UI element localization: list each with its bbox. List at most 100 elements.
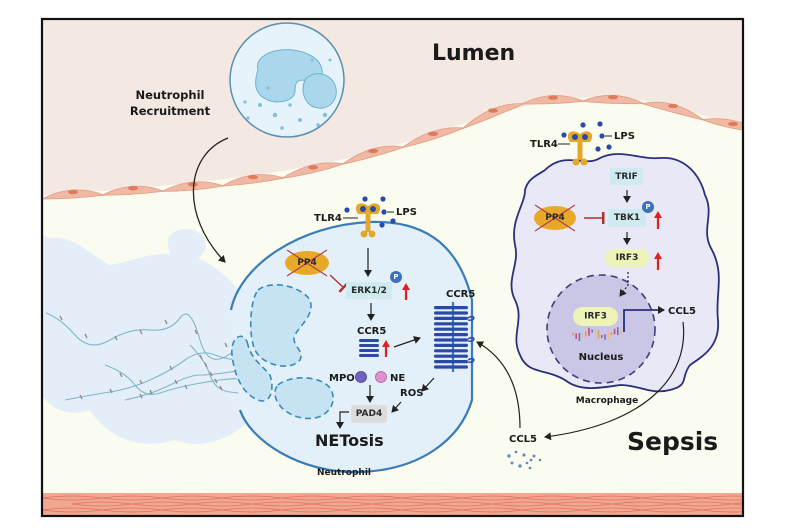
mpo-label: MPO (329, 373, 355, 384)
ccr5-inner-icon (359, 339, 379, 357)
histone-mark (139, 393, 143, 399)
tbk1-box (608, 209, 646, 227)
neutrophil-tlr4-receptor-icon (355, 203, 381, 238)
macrophage-ccl5-label: CCL5 (668, 306, 696, 317)
pad4-to-netosis-arrow (336, 411, 349, 429)
ccr5-inner-label: CCR5 (357, 326, 386, 337)
ccr5-to-ros-arrow (421, 377, 435, 392)
recruitment-label-line2: Recruitment (130, 104, 211, 118)
dna-icon (572, 327, 622, 341)
ccr5-loop (467, 336, 475, 342)
recruitment-arrow (192, 137, 229, 263)
ccr5-loop (467, 315, 475, 321)
circulating-neutrophil (229, 22, 345, 138)
recruitment-label-line1: Neutrophil (136, 88, 205, 102)
muscle-fiber (701, 507, 743, 513)
tbk1-phospho-label: P (645, 203, 650, 211)
ccl5-particles-icon (507, 450, 542, 470)
macrophage-pp4-knockout: PP4 (534, 204, 576, 232)
sepsis-label: Sepsis (627, 427, 718, 456)
muscle-fiber (701, 495, 743, 501)
endothelial-nucleus (128, 186, 138, 191)
endothelial-nucleus (248, 174, 258, 180)
net-cloud-left (42, 235, 58, 302)
ccr5-helix (434, 349, 468, 353)
macrophage-nucleus (546, 274, 656, 384)
netosis-label: NETosis (315, 431, 384, 450)
net-cloud-small (167, 228, 206, 262)
endothelial-nucleus (728, 121, 738, 127)
ccl5-secretion-arrow (544, 321, 685, 441)
endothelial-nucleus (488, 108, 498, 113)
lumen-label: Lumen (432, 41, 515, 66)
nucleus-label: Nucleus (579, 352, 624, 363)
ccr5-helix (434, 354, 468, 358)
neutrophil-pp4-label: PP4 (297, 258, 316, 268)
macrophage-lps-label: LPS (614, 131, 635, 142)
neutrophil-cell-label: Neutrophil (317, 468, 371, 478)
trif-box (610, 168, 643, 185)
ccr5-helix (434, 322, 468, 326)
erk-label: ERK1/2 (351, 286, 387, 296)
nuclear-irf3-box (573, 307, 618, 326)
mpo-granule-icon (355, 371, 367, 383)
pad4-box (351, 405, 387, 423)
neutrophil-tlr4-label: TLR4 (314, 213, 342, 224)
histone-mark (139, 379, 143, 385)
erk-box (346, 282, 392, 299)
irf3-box (605, 249, 649, 267)
neutrophil-lps-particles-icon (344, 196, 396, 228)
neutrophil-pp4-knockout: PP4 (285, 249, 329, 277)
ne-label: NE (390, 373, 405, 384)
histone-mark (79, 394, 83, 400)
nuclear-irf3-label: IRF3 (584, 312, 607, 322)
ccr5-helix (434, 327, 468, 331)
histone-mark (184, 384, 188, 390)
neutrophil-lps-label: LPS (396, 207, 417, 218)
ccr5-helix (434, 316, 468, 320)
lumen-background (42, 19, 743, 195)
histone-mark (164, 319, 168, 325)
histone-mark (114, 335, 118, 341)
histone-mark (139, 329, 143, 335)
secreted-ccl5-label: CCL5 (509, 434, 537, 445)
histone-mark (169, 365, 173, 371)
ccr5-helix (434, 306, 468, 310)
endothelial-nucleus (368, 148, 378, 154)
ccr5-helix (434, 311, 468, 315)
ccr5-loop (467, 357, 475, 363)
endothelial-nucleus (548, 95, 558, 100)
macrophage-cell-label: Macrophage (576, 396, 638, 406)
ccl5-transcription-arrow (623, 306, 665, 332)
ccr5-helix (434, 343, 468, 347)
ros-to-pad4-arrow (391, 401, 402, 413)
macrophage-tlr4-receptor-icon (567, 131, 593, 166)
endothelial-cell (701, 118, 743, 131)
erk-phospho-icon (390, 271, 402, 283)
smooth-muscle-fibers (42, 495, 743, 513)
histone-mark (174, 379, 178, 385)
histone-mark (204, 362, 208, 368)
histone-mark (109, 388, 113, 394)
irf3-translocation-arrow (619, 272, 629, 297)
irf3-label: IRF3 (616, 253, 639, 263)
figure-frame (40, 17, 745, 518)
ros-label: ROS (400, 388, 423, 399)
histone-mark (224, 342, 228, 348)
endothelial-nucleus (188, 182, 198, 187)
tbk1-label: TBK1 (614, 213, 640, 223)
macrophage-tlr4-label: TLR4 (530, 139, 558, 150)
histone-mark (199, 354, 203, 360)
endothelial-nucleus (308, 165, 318, 170)
endothelial-nucleus (428, 131, 438, 137)
histone-mark (119, 372, 123, 378)
histone-mark (219, 385, 223, 391)
endothelial-nucleus (608, 94, 618, 100)
net-cloud (42, 237, 250, 444)
macrophage-lps-particles-icon (561, 121, 612, 152)
endothelial-nucleus (668, 103, 678, 109)
histone-mark (214, 378, 218, 384)
ccl5-to-ccr5-arrow (476, 341, 521, 429)
pad4-label: PAD4 (356, 409, 382, 419)
